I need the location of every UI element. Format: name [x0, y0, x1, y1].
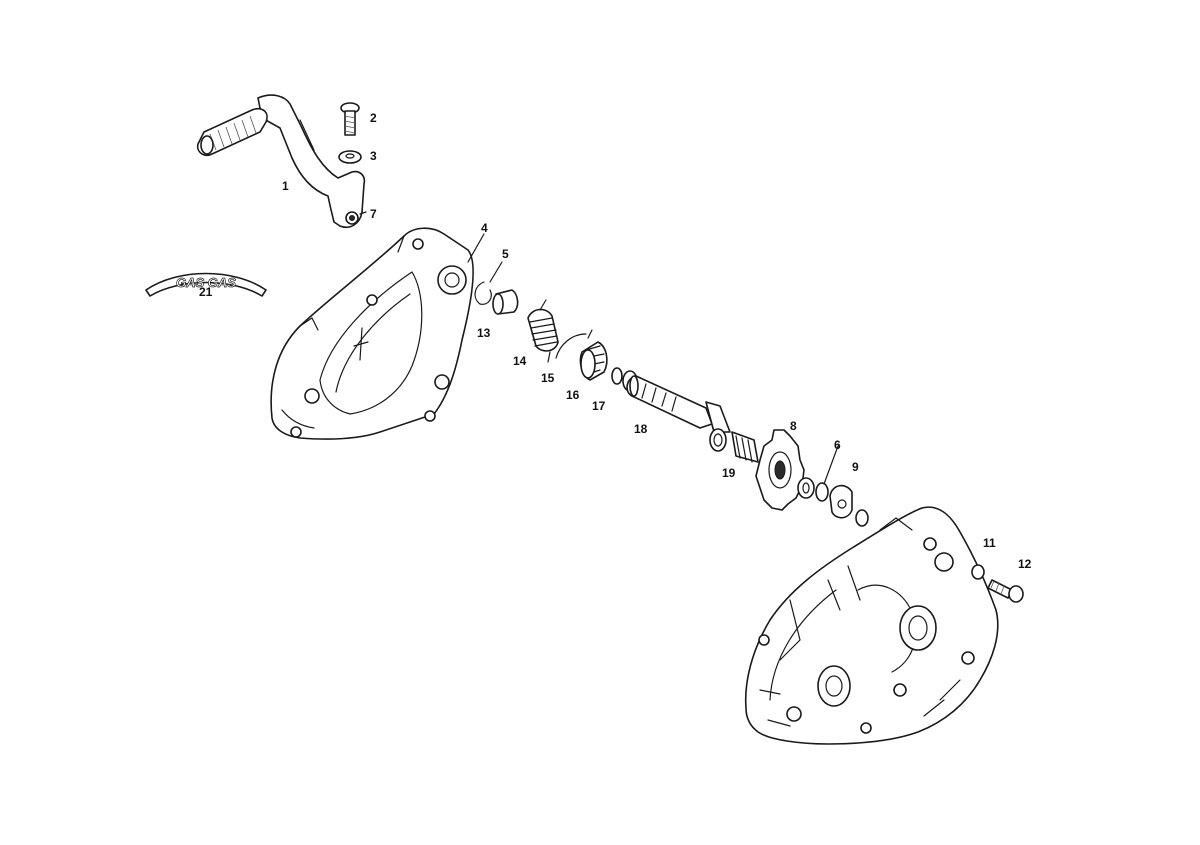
- circlip-5: [474, 281, 492, 305]
- callout-13: 13: [477, 326, 491, 340]
- callout-17: 17: [592, 399, 606, 413]
- callout-6: 6: [834, 438, 841, 452]
- callout-11: 11: [983, 536, 996, 550]
- washer-11: [971, 564, 985, 580]
- callout-5: 5: [502, 247, 509, 261]
- bushing-13: [492, 289, 519, 315]
- clip-15: [555, 329, 593, 359]
- washer-3: [338, 150, 362, 164]
- callout-7: 7: [370, 207, 377, 221]
- side-cover: [270, 227, 474, 440]
- spring-14: [527, 299, 559, 363]
- bolt-2: [340, 102, 360, 136]
- callout-16: 16: [566, 388, 580, 402]
- bearing-19: [709, 428, 759, 463]
- decal-21: GAS GAS: [145, 272, 267, 297]
- callout-12: 12: [1018, 557, 1032, 571]
- callout-8: 8: [790, 419, 797, 433]
- callout-4: 4: [481, 221, 488, 235]
- callout-3: 3: [370, 149, 377, 163]
- callout-18: 18: [634, 422, 648, 436]
- stopper-9: [829, 484, 869, 527]
- callout-19: 19: [722, 466, 736, 480]
- callout-2: 2: [370, 111, 377, 125]
- callout-9: 9: [852, 460, 859, 474]
- callout-14: 14: [513, 354, 527, 368]
- gear-8: [755, 429, 805, 511]
- decal-logo-text: GAS GAS: [176, 275, 236, 290]
- washer-6: [797, 477, 829, 502]
- crankcase: [744, 506, 999, 745]
- ratchet-16: [579, 341, 608, 381]
- kickstart-lever: [196, 94, 366, 228]
- callout-21: 21: [199, 285, 213, 299]
- screw-12: [987, 579, 1024, 603]
- leader-lines: [359, 211, 839, 485]
- kickstart-shaft-18: [626, 375, 731, 433]
- callout-15: 15: [541, 371, 555, 385]
- callout-1: 1: [282, 179, 289, 193]
